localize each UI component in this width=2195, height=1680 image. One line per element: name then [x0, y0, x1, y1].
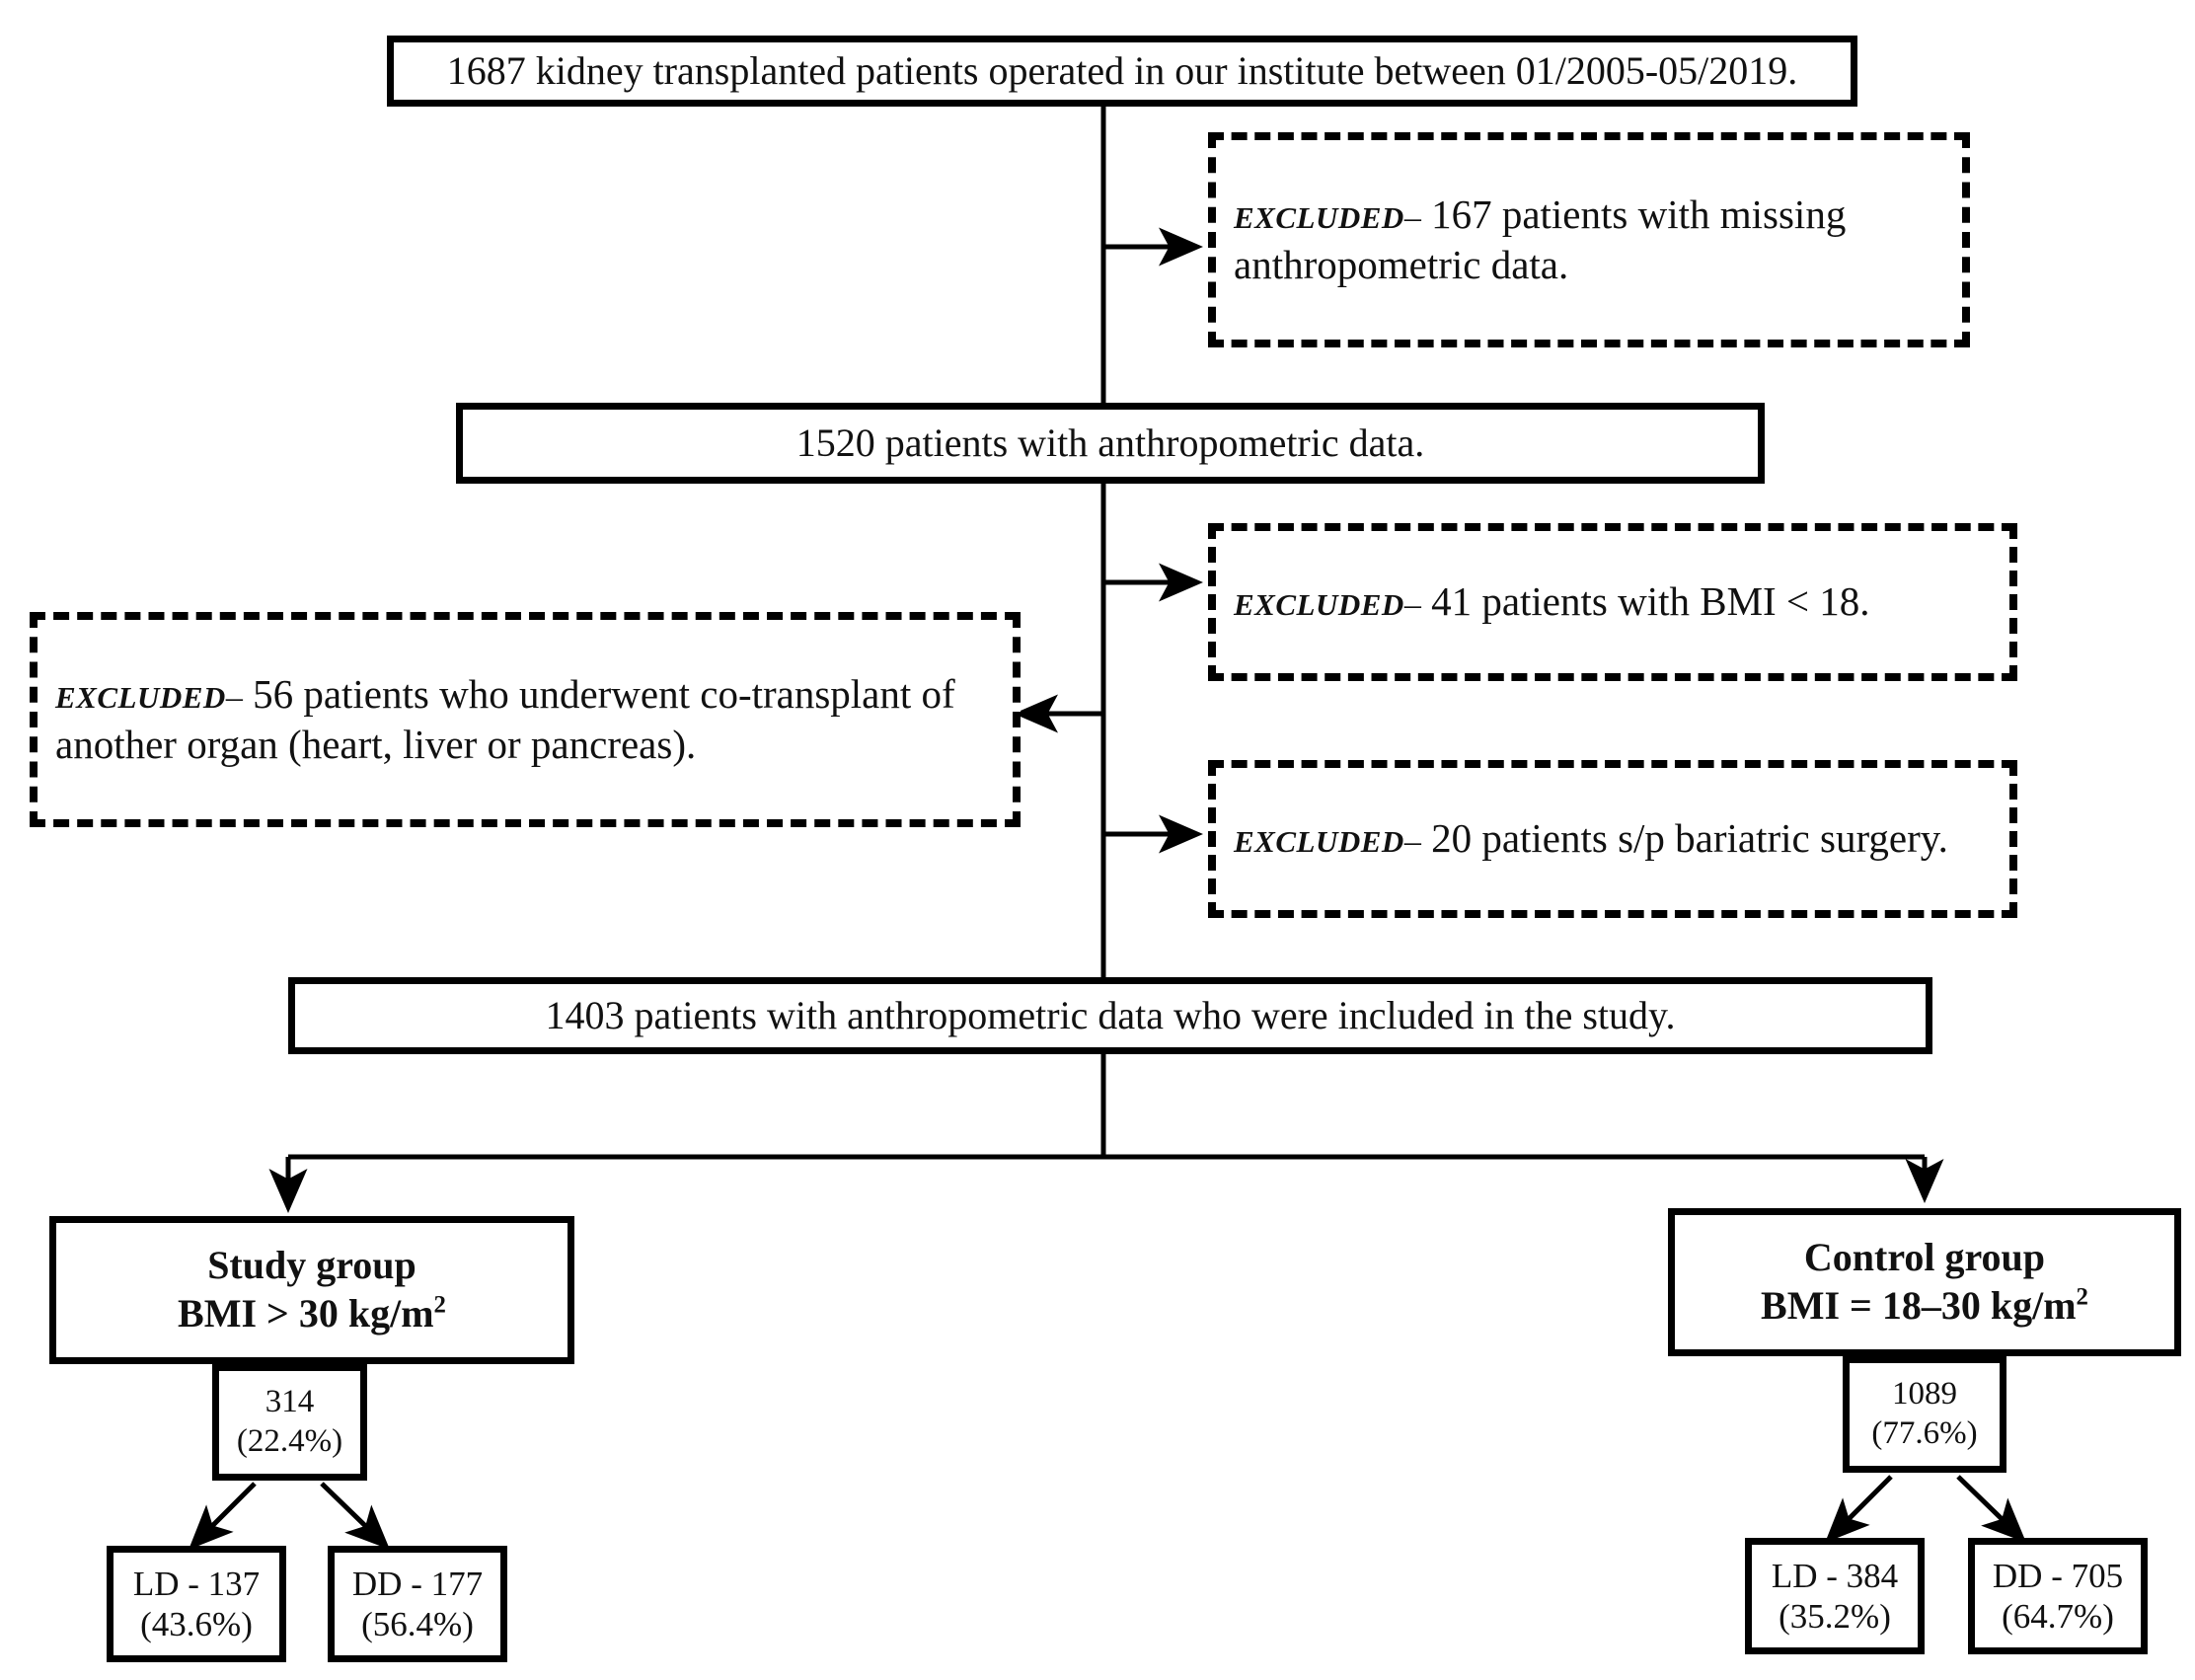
control-group-line1: Control group: [1803, 1235, 2046, 1280]
node-excluded-low-bmi[interactable]: EXCLUDED– 41 patients with BMI < 18.: [1208, 523, 2017, 681]
excluded-separator: –: [1403, 823, 1421, 861]
control-dd-label: DD - 705 (64.7%): [1993, 1556, 2123, 1638]
arrow-study-to-ld: [189, 1482, 257, 1550]
excluded-separator: –: [225, 678, 243, 716]
control-ld-label: LD - 384 (35.2%): [1772, 1556, 1898, 1638]
study-group-count-n: 314: [265, 1384, 315, 1420]
cohort-included-text: 1403 patients with anthropometric data w…: [545, 993, 1676, 1038]
node-cohort-included[interactable]: 1403 patients with anthropometric data w…: [288, 977, 1932, 1054]
node-control-group[interactable]: Control group BMI = 18–30 kg/m2: [1668, 1208, 2181, 1356]
node-cohort-with-data[interactable]: 1520 patients with anthropometric data.: [456, 403, 1765, 484]
study-group-line1: Study group: [207, 1243, 416, 1288]
study-dd-label: DD - 177 (56.4%): [352, 1564, 483, 1645]
study-dd-n: DD - 177: [351, 1564, 484, 1603]
excluded-separator: –: [1403, 198, 1421, 236]
excluded-bariatric-body: 20 patients s/p bariatric surgery.: [1431, 815, 1948, 862]
control-group-count-n: 1089: [1892, 1376, 1957, 1413]
excluded-tag: EXCLUDED: [1234, 587, 1404, 623]
control-group-line2: BMI = 18–30 kg/m2: [1761, 1282, 2088, 1331]
node-excluded-bariatric[interactable]: EXCLUDED– 20 patients s/p bariatric surg…: [1208, 760, 2017, 918]
excluded-tag: EXCLUDED: [55, 679, 226, 715]
node-control-ld[interactable]: LD - 384 (35.2%): [1745, 1538, 1925, 1654]
node-study-group-count[interactable]: 314 (22.4%): [212, 1364, 367, 1481]
study-dd-pct: (56.4%): [361, 1605, 474, 1643]
study-ld-n: LD - 137: [132, 1564, 261, 1603]
excluded-missing-data-text: EXCLUDED– 167 patients with missing anth…: [1216, 184, 1962, 297]
node-excluded-missing-data[interactable]: EXCLUDED– 167 patients with missing anth…: [1208, 132, 1970, 347]
study-group-count-pct: (22.4%): [236, 1423, 343, 1459]
control-ld-pct: (35.2%): [1779, 1597, 1891, 1636]
cohort-initial-text: 1687 kidney transplanted patients operat…: [446, 48, 1798, 94]
excluded-cotransplant-body: 56 patients who underwent co-transplant …: [55, 670, 955, 767]
control-group-count-pct: (77.6%): [1871, 1415, 1978, 1451]
excluded-bariatric-text: EXCLUDED– 20 patients s/p bariatric surg…: [1216, 807, 1964, 870]
excluded-cotransplant-text: EXCLUDED– 56 patients who underwent co-t…: [38, 663, 1013, 777]
excluded-separator: –: [1403, 586, 1421, 624]
arrow-control-to-dd: [1956, 1475, 2027, 1543]
arrow-study-to-dd: [320, 1482, 391, 1550]
study-group-count-label: 314 (22.4%): [237, 1383, 342, 1461]
node-study-group[interactable]: Study group BMI > 30 kg/m2: [49, 1216, 574, 1364]
study-ld-pct: (43.6%): [140, 1605, 253, 1643]
control-dd-pct: (64.7%): [2002, 1597, 2114, 1636]
arrow-control-to-ld: [1825, 1475, 1893, 1543]
study-group-bmi-range: BMI > 30 kg/m: [178, 1291, 434, 1336]
node-cohort-initial[interactable]: 1687 kidney transplanted patients operat…: [387, 36, 1857, 107]
excluded-tag: EXCLUDED: [1234, 199, 1404, 235]
control-ld-n: LD - 384: [1771, 1556, 1899, 1595]
cohort-with-data-text: 1520 patients with anthropometric data.: [795, 420, 1425, 466]
control-group-unit-exponent: 2: [2076, 1283, 2088, 1311]
study-group-unit-exponent: 2: [433, 1291, 446, 1319]
study-group-line2: BMI > 30 kg/m2: [178, 1290, 446, 1338]
control-group-bmi-range: BMI = 18–30 kg/m: [1761, 1283, 2077, 1328]
node-control-dd[interactable]: DD - 705 (64.7%): [1968, 1538, 2148, 1654]
excluded-low-bmi-body: 41 patients with BMI < 18.: [1431, 578, 1870, 625]
excluded-tag: EXCLUDED: [1234, 824, 1404, 860]
node-control-group-count[interactable]: 1089 (77.6%): [1843, 1356, 2006, 1473]
study-group-label: Study group BMI > 30 kg/m2: [178, 1242, 446, 1338]
node-study-dd[interactable]: DD - 177 (56.4%): [328, 1546, 507, 1662]
control-dd-n: DD - 705: [1992, 1556, 2124, 1595]
excluded-low-bmi-text: EXCLUDED– 41 patients with BMI < 18.: [1216, 571, 1886, 633]
excluded-missing-data-body: 167 patients with missing anthropometric…: [1234, 191, 1847, 287]
node-excluded-cotransplant[interactable]: EXCLUDED– 56 patients who underwent co-t…: [30, 612, 1021, 827]
control-group-count-label: 1089 (77.6%): [1871, 1375, 1977, 1453]
node-study-ld[interactable]: LD - 137 (43.6%): [107, 1546, 286, 1662]
control-group-label: Control group BMI = 18–30 kg/m2: [1761, 1234, 2088, 1331]
study-ld-label: LD - 137 (43.6%): [133, 1564, 260, 1645]
